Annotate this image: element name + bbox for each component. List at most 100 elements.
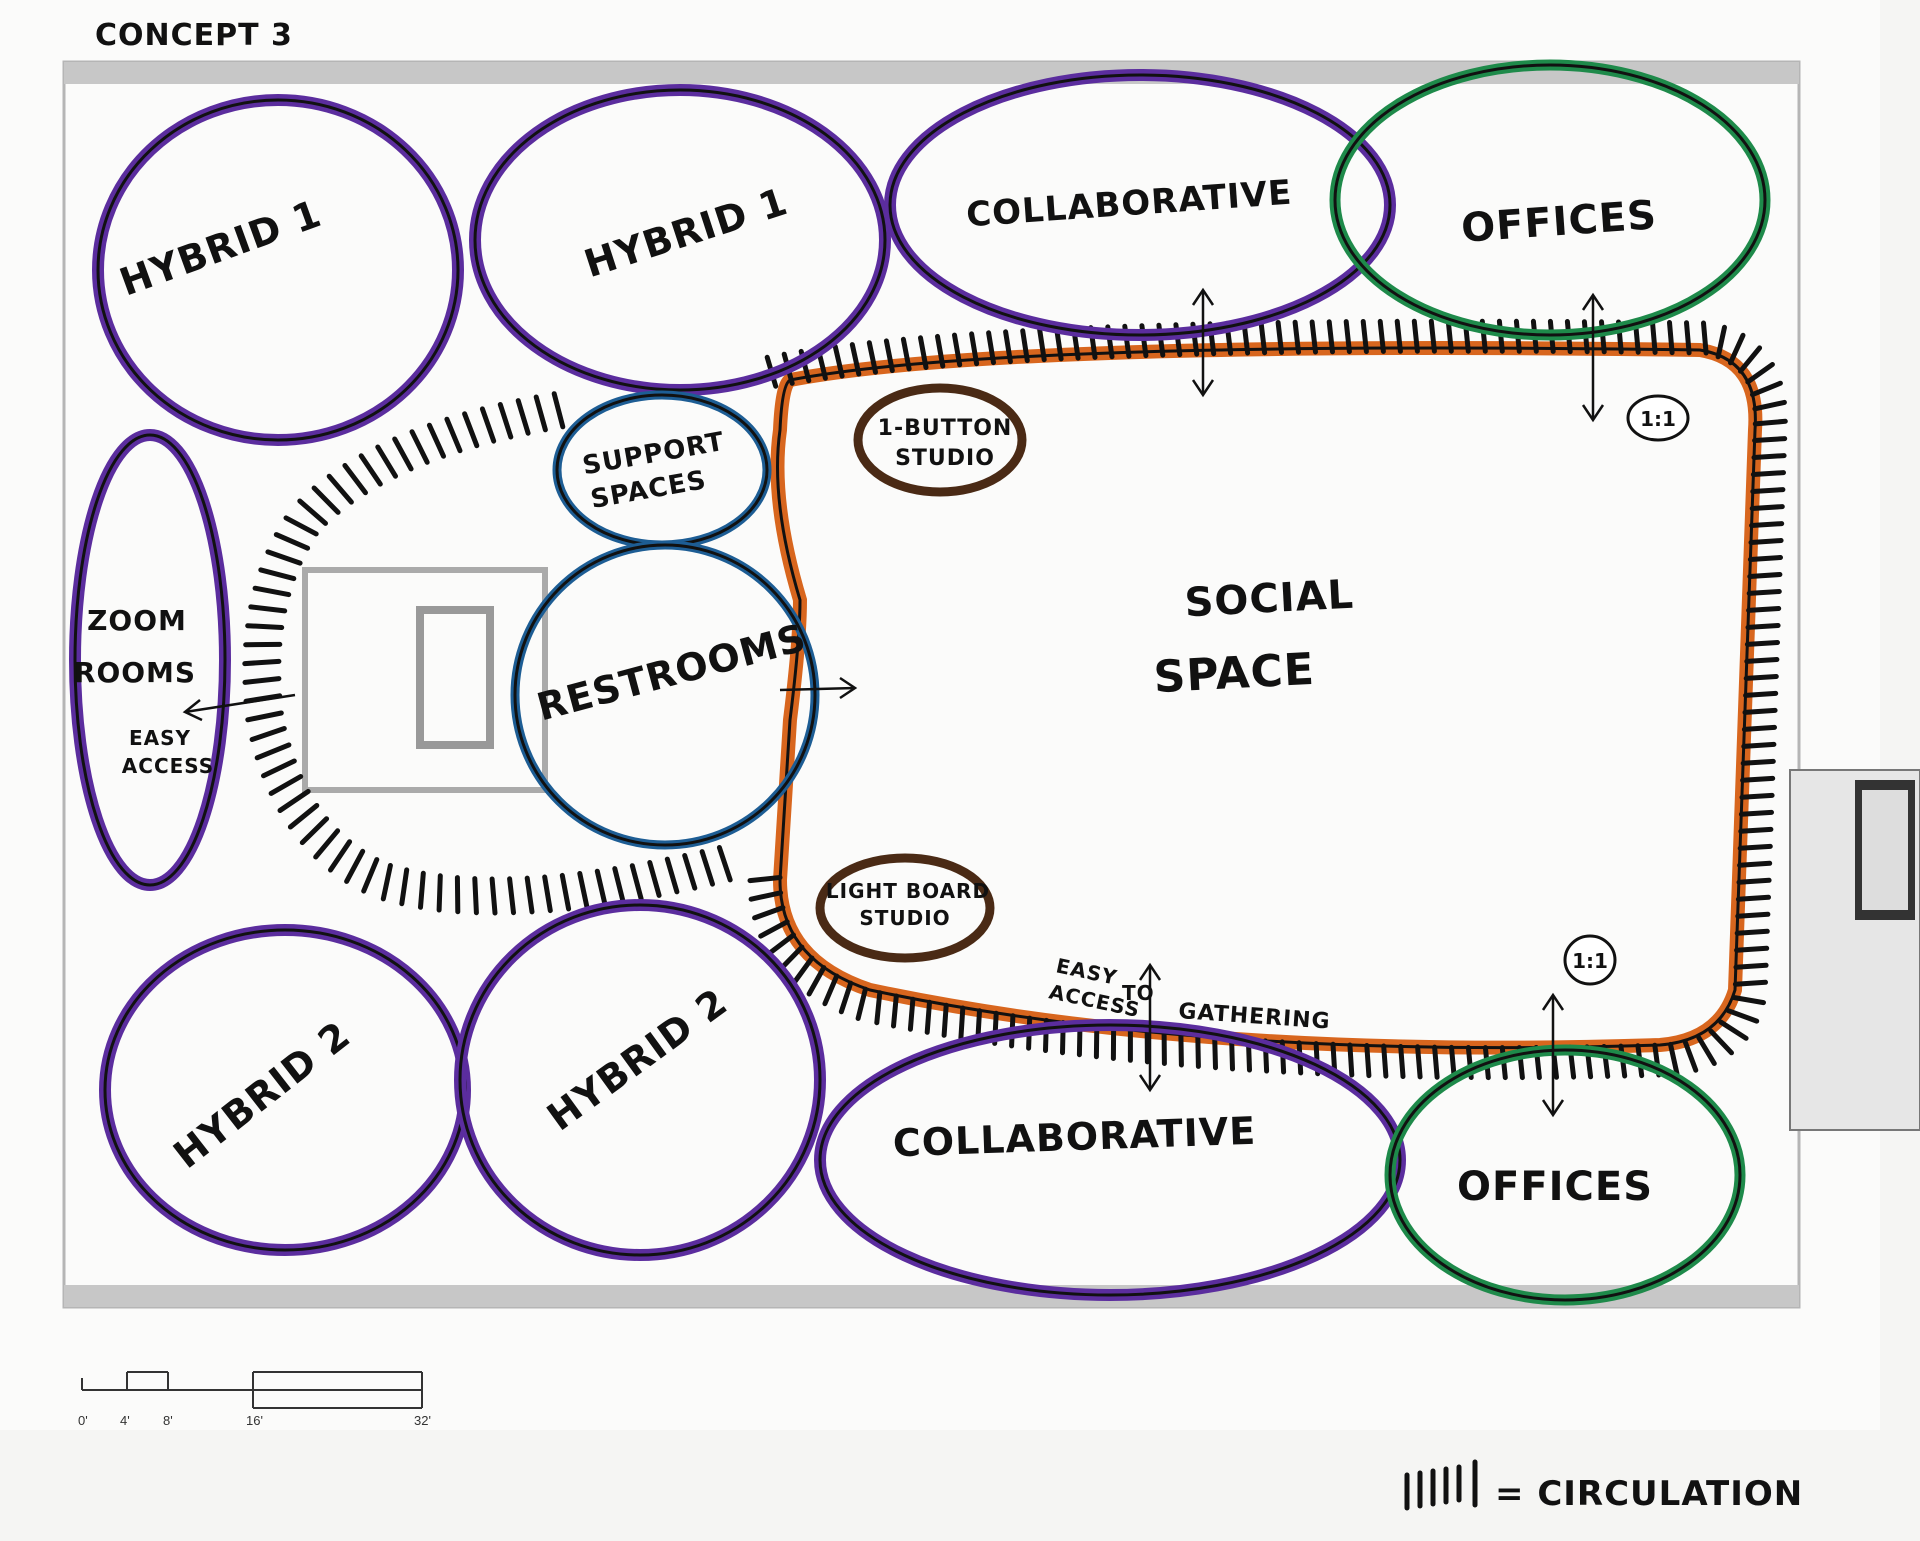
circulation-tick <box>1740 758 1776 766</box>
badge-bottom-circle <box>1563 934 1617 986</box>
circulation-tick <box>361 857 380 894</box>
circulation-tick <box>380 863 393 902</box>
circulation-tick <box>935 333 946 369</box>
circulation-tick <box>1394 318 1403 354</box>
circulation-tick <box>313 828 341 860</box>
circulation-tick <box>891 993 899 1029</box>
circulation-tick <box>1667 320 1675 356</box>
scale-label-8: 8' <box>163 1413 173 1428</box>
zoom-rooms-label-1: ZOOM <box>87 604 187 637</box>
legend-circulation-marks <box>1404 1459 1478 1511</box>
badge-bottom-label: 1:1 <box>1572 949 1608 973</box>
circulation-tick <box>1739 792 1775 800</box>
circulation-tick <box>1742 707 1778 715</box>
circulation-tick <box>479 406 497 444</box>
circulation-tick <box>1682 1039 1699 1073</box>
circulation-tick <box>748 890 784 902</box>
central-core <box>302 567 548 793</box>
sheet-title: CONCEPT 3 <box>95 18 293 53</box>
circulation-tick <box>1735 894 1771 902</box>
circulation-tick <box>1738 345 1763 374</box>
circulation-tick <box>1747 555 1783 562</box>
circulation-tick <box>855 986 868 1021</box>
circulation-tick <box>747 875 783 884</box>
circulation-tick <box>1020 328 1030 364</box>
circulation-tick <box>778 944 805 972</box>
circulation-tick <box>243 693 283 704</box>
light-board-studio-bubble <box>815 853 995 963</box>
circulation-tick <box>392 436 414 472</box>
circulation-tick <box>1650 319 1658 355</box>
circulation-tick <box>1668 1041 1680 1077</box>
circulation-tick <box>838 980 854 1015</box>
circulation-tick <box>1715 324 1727 360</box>
circulation-tick <box>986 330 996 366</box>
circulation-tick <box>952 332 963 368</box>
circulation-tick <box>594 868 608 907</box>
circulation-tick <box>1741 741 1777 749</box>
circulation-tick <box>283 515 319 537</box>
circulation-tick <box>399 867 410 907</box>
circulation-tick <box>1734 945 1770 953</box>
easy-access-label-2: ACCESS <box>122 754 214 778</box>
circulation-tick <box>245 623 285 630</box>
circulation-tick <box>1738 809 1774 817</box>
circulation-tick <box>791 955 815 985</box>
circulation-tick <box>874 990 883 1026</box>
scale-bar <box>81 1371 423 1409</box>
circulation-tick <box>1728 332 1746 366</box>
circulation-tick <box>1733 962 1769 970</box>
circulation-tick <box>716 845 733 883</box>
circulation-tick <box>1737 843 1773 851</box>
circulation-tick <box>1743 674 1779 681</box>
circulation-tick <box>245 710 284 723</box>
circulation-tick <box>1377 318 1386 354</box>
circulation-tick <box>507 876 516 916</box>
circulation-tick <box>258 567 297 582</box>
circulation-tick <box>1364 1043 1372 1079</box>
circulation-tick <box>559 872 572 912</box>
circulation-tick <box>1178 1032 1184 1068</box>
button-studio-label-2: STUDIO <box>895 446 995 471</box>
circulation-tick <box>248 604 288 614</box>
circulation-tick <box>515 398 531 436</box>
circulation-tick <box>1750 380 1783 398</box>
circulation-tick <box>551 391 566 430</box>
circulation-tick <box>311 485 341 515</box>
circulation-tick <box>1445 318 1454 354</box>
circulation-tick <box>1381 1043 1389 1079</box>
circulation-tick <box>1708 1028 1734 1056</box>
circulation-tick <box>924 999 932 1035</box>
circulation-tick <box>1744 640 1780 647</box>
circulation-tick <box>1725 1008 1760 1024</box>
circulation-tick <box>444 416 463 454</box>
circulation-tick <box>1326 319 1335 355</box>
circulation-tick <box>265 549 303 566</box>
light-board-label-1: LIGHT BOARD <box>826 879 990 903</box>
circulation-tick <box>849 342 862 377</box>
circulation-tick <box>1415 1044 1423 1080</box>
circulation-tick <box>1738 826 1774 834</box>
circulation-tick <box>252 585 292 598</box>
circulation-tick <box>1003 329 1013 365</box>
access-arrows <box>182 287 1605 1118</box>
circulation-tick <box>1751 453 1787 460</box>
circulation-tick <box>1347 1042 1355 1078</box>
circulation-tick <box>1195 1033 1201 1069</box>
circulation-tick <box>497 402 514 440</box>
button-studio-bubble <box>853 383 1027 497</box>
paper-sheet <box>0 0 1880 1430</box>
circulation-tick <box>758 919 790 939</box>
circulation-tick <box>1701 320 1709 356</box>
circulation-tick <box>1750 487 1786 494</box>
circulation-tick <box>577 871 590 910</box>
circulation-tick <box>883 338 895 373</box>
circulation-tick <box>418 870 426 910</box>
circulation-tick <box>1745 362 1775 385</box>
circulation-tick <box>900 336 912 372</box>
circulation-tick <box>1212 1035 1218 1071</box>
circulation-tick <box>254 742 292 761</box>
circulation-tick <box>1360 319 1369 354</box>
circulation-tick <box>1275 320 1284 355</box>
